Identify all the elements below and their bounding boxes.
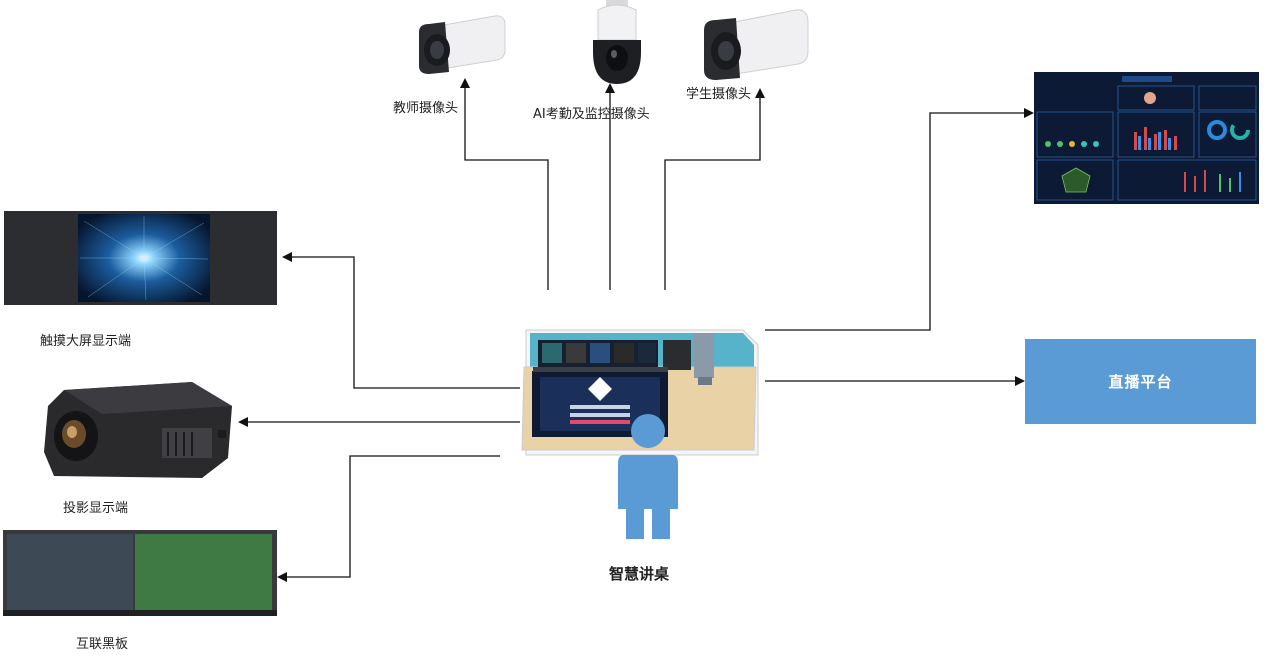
- blackboard-icon: [3, 530, 277, 616]
- live-platform-box: 直播平台: [1025, 339, 1256, 424]
- teacher-camera-label: 教师摄像头: [393, 101, 459, 116]
- touch-screen-icon: [4, 211, 277, 305]
- arrow-to-student-camera: [664, 88, 765, 290]
- dome-camera-icon: [593, 0, 641, 84]
- student-camera-label: 学生摄像头: [686, 87, 752, 102]
- smart-podium-icon: [521, 329, 759, 456]
- teacher-camera-icon: [419, 15, 506, 74]
- smart-podium-label: 智慧讲桌: [609, 565, 670, 583]
- arrow-to-teacher-camera: [460, 78, 549, 290]
- arrow-to-touch-screen: [282, 252, 520, 389]
- touch-screen-label: 触摸大屏显示端: [40, 334, 132, 349]
- live-platform-label: 直播平台: [1108, 373, 1173, 391]
- person-icon: [618, 414, 678, 539]
- ai-camera-label: AI考勤及监控摄像头: [533, 107, 650, 122]
- blackboard-label: 互联黑板: [76, 637, 129, 652]
- dashboard-icon: [1034, 72, 1259, 204]
- student-camera-icon: [704, 9, 809, 80]
- projector-icon: [44, 382, 232, 478]
- projector-label: 投影显示端: [63, 501, 129, 516]
- arrow-to-dashboard: [765, 108, 1034, 331]
- arrow-to-blackboard: [277, 455, 500, 582]
